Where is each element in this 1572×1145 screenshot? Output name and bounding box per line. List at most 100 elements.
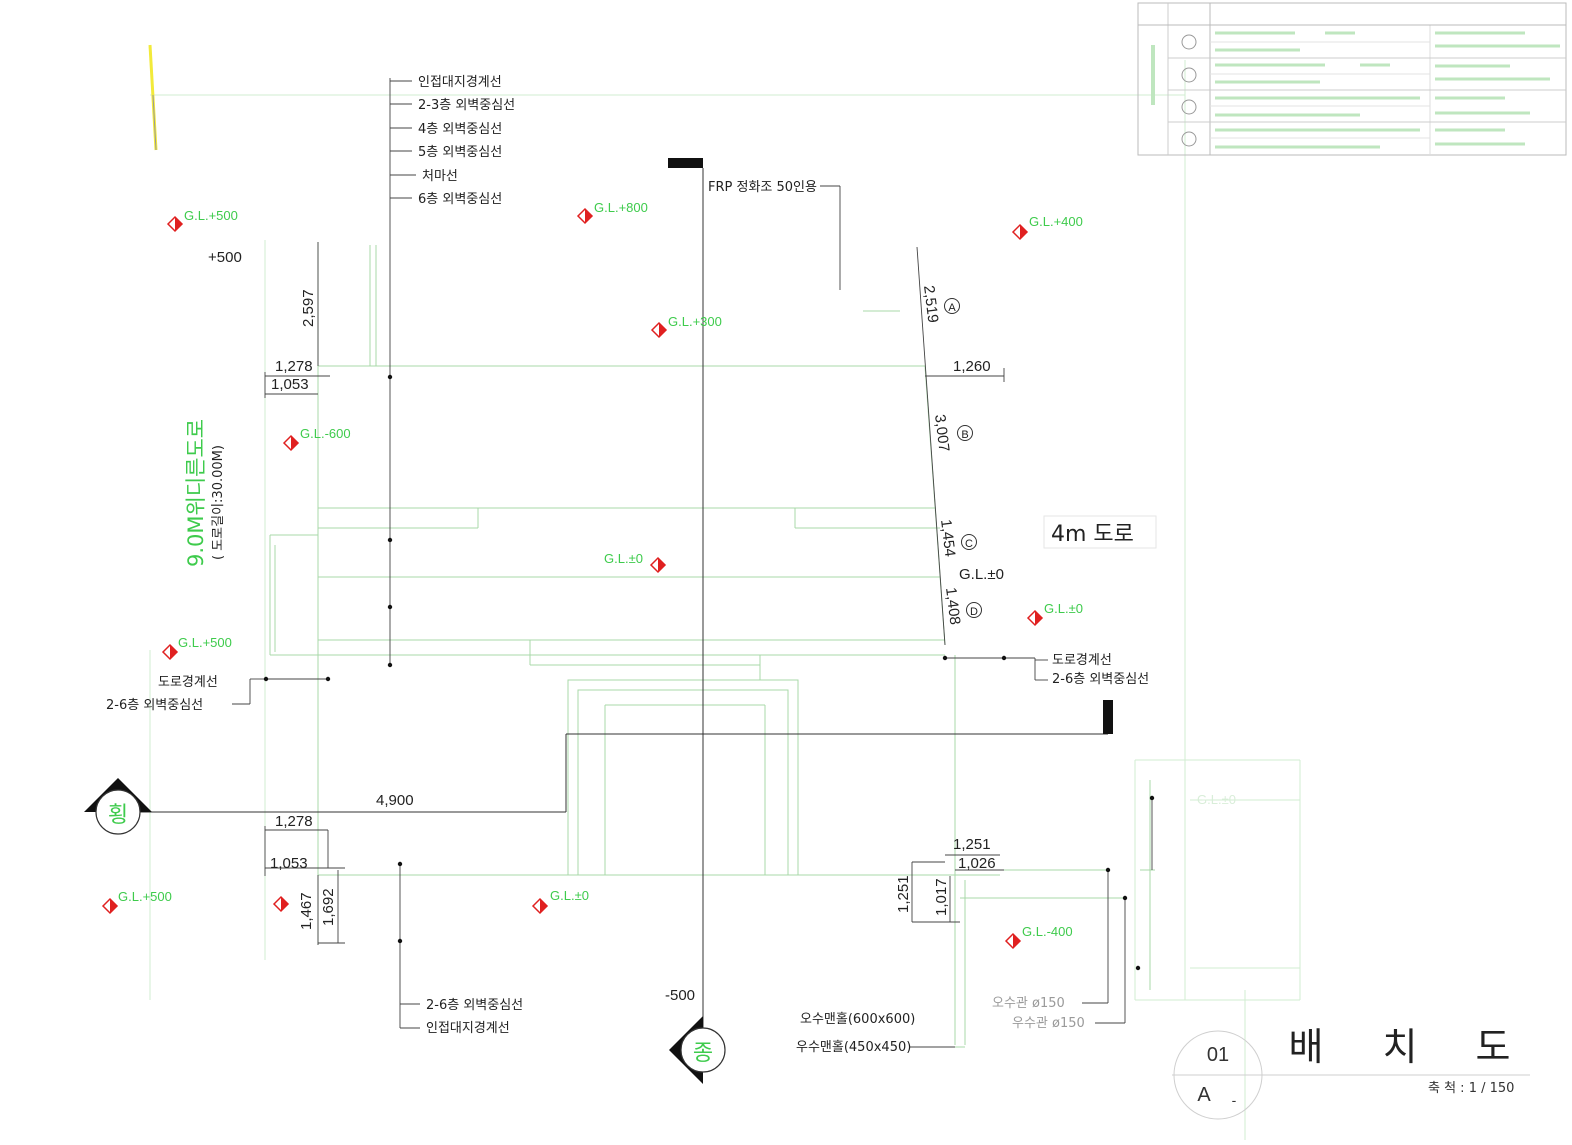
dim-1053-top: 1,053	[271, 376, 309, 393]
legend-bottom: 2-6층 외벽중심선 인접대지경계선	[426, 998, 523, 1036]
gl-marker: G.L.+500	[166, 208, 238, 233]
dimension-lines	[264, 242, 1005, 945]
gl-level-text: G.L.±0	[959, 566, 1004, 583]
svg-text:G.L.+300: G.L.+300	[668, 314, 722, 329]
revision-table	[1137, 2, 1567, 156]
drawing-title-char: 치	[1383, 1025, 1418, 1069]
legend-top-item: 5층 외벽중심선	[418, 145, 502, 160]
svg-text:G.L.+500: G.L.+500	[118, 889, 172, 904]
svg-text:G.L.+500: G.L.+500	[184, 208, 238, 223]
gl-marker: G.L.±0	[531, 888, 589, 915]
column-label-a: A	[944, 298, 960, 314]
dim-1053-bottom: 1,053	[270, 855, 308, 872]
drawing-sheet: A	[1197, 1084, 1211, 1106]
main-axes	[140, 158, 1113, 1030]
column-label-c: C	[961, 534, 977, 550]
level-plus500: +500	[208, 249, 242, 266]
legend-top-item: 4층 외벽중심선	[418, 122, 502, 137]
gl-marker: G.L.+300	[650, 314, 722, 339]
dim-1467: 1,467	[298, 892, 315, 930]
sewage-pipe-note: 오수관 ø150	[992, 996, 1065, 1011]
legend-top-item: 6층 외벽중심선	[418, 192, 502, 207]
legend-left-item: 도로경계선	[158, 675, 218, 690]
section-cut-mark-top	[668, 158, 703, 168]
dim-1251-side: 1,251	[895, 875, 912, 913]
dim-1692: 1,692	[320, 888, 337, 926]
column-label-d: D	[966, 602, 982, 618]
main-road-sublabel: ( 도로길이:30.00M)	[211, 445, 226, 560]
legend-top-item: 처마선	[422, 169, 458, 184]
svg-text:G.L.±0: G.L.±0	[1044, 601, 1083, 616]
grid-marker-vertical: 종	[669, 1016, 726, 1084]
legend-left-item: 2-6층 외벽중심선	[106, 698, 203, 713]
gl-marker: G.L.±0	[604, 551, 667, 574]
drawing-title-char: 도	[1476, 1025, 1511, 1069]
right-region-labels	[1190, 799, 1300, 969]
svg-text:A: A	[948, 302, 956, 314]
dim-1278-bottom: 1,278	[275, 813, 313, 830]
dim-1251-top: 1,251	[953, 836, 991, 853]
notes: FRP 정화조 50인용 오수맨홀(600x600) 우수맨홀(450x450)…	[208, 180, 1085, 1055]
svg-text:G.L.+800: G.L.+800	[594, 200, 648, 215]
main-road-label: 9.0M위디른도로	[184, 419, 208, 567]
gl-marker: G.L.+500	[161, 635, 232, 661]
dim-1026: 1,026	[958, 855, 996, 872]
dim-1454: 1,454	[937, 518, 958, 557]
svg-text:종: 종	[693, 1041, 713, 1066]
dimension-values: 2,597 1,278 1,053 2,519 1,260 3,007 1,45…	[270, 284, 996, 930]
svg-text:횡: 횡	[108, 803, 128, 828]
legend-left: 도로경계선 2-6층 외벽중심선	[106, 675, 218, 713]
svg-text:G.L.±0: G.L.±0	[604, 551, 643, 566]
gl-marker: G.L.+400	[1011, 214, 1083, 241]
column-labels: A B C D	[944, 298, 982, 618]
north-mark	[148, 44, 158, 151]
legend-right: 도로경계선 2-6층 외벽중심선	[1052, 653, 1149, 687]
svg-text:B: B	[961, 429, 968, 441]
dim-3007: 3,007	[931, 413, 952, 452]
side-road-label: 4m 도로	[1051, 522, 1134, 547]
gl-marker	[272, 895, 290, 913]
gl-marker: G.L.-600	[282, 426, 351, 452]
svg-text:D: D	[970, 606, 978, 618]
svg-text:C: C	[965, 538, 973, 550]
drawing-title-char: 배	[1289, 1025, 1324, 1069]
svg-text:G.L.±0: G.L.±0	[550, 888, 589, 903]
svg-text:G.L.-400: G.L.-400	[1022, 924, 1073, 939]
dim-1260: 1,260	[953, 358, 991, 375]
drawing-scale: 축 척 : 1 / 150	[1428, 1081, 1514, 1096]
grid-marker-horizontal: 횡	[84, 778, 152, 835]
dim-2519: 2,519	[920, 284, 941, 323]
side-road-box	[1043, 515, 1157, 549]
legend-right-item: 2-6층 외벽중심선	[1052, 672, 1149, 687]
septic-tank-note: FRP 정화조 50인용	[708, 180, 817, 195]
drawing-number: 01	[1207, 1044, 1229, 1066]
level-minus500: -500	[665, 987, 695, 1004]
gl-marker: G.L.±0	[1026, 601, 1083, 627]
gl-faint-label: G.L.±0	[1197, 792, 1236, 807]
rain-manhole-note: 우수맨홀(450x450)	[796, 1040, 911, 1055]
svg-text:G.L.+500: G.L.+500	[178, 635, 232, 650]
gl-marker: G.L.+500	[101, 889, 172, 915]
dim-4900: 4,900	[376, 792, 414, 809]
legend-bottom-item: 2-6층 외벽중심선	[426, 998, 523, 1013]
svg-text:G.L.-600: G.L.-600	[300, 426, 351, 441]
section-cut-mark-right	[1103, 700, 1113, 734]
legend-leaders	[232, 78, 1155, 1048]
gl-markers: G.L.+500 G.L.+800 G.L.+400 G.L.+300 G.L.…	[101, 200, 1236, 950]
roads: 9.0M위디른도로 ( 도로길이:30.00M) 4m 도로	[184, 419, 1157, 567]
dim-1408: 1,408	[942, 586, 963, 625]
svg-text:G.L.+400: G.L.+400	[1029, 214, 1083, 229]
sewage-manhole-note: 오수맨홀(600x600)	[800, 1012, 915, 1027]
dim-1017: 1,017	[933, 878, 950, 916]
legend-bottom-item: 인접대지경계선	[426, 1021, 510, 1036]
rain-pipe-note: 우수관 ø150	[1012, 1016, 1085, 1031]
dim-2597: 2,597	[300, 289, 317, 327]
legend-top: 인접대지경계선 2-3층 외벽중심선 4층 외벽중심선 5층 외벽중심선 처마선…	[418, 75, 515, 207]
column-label-b: B	[957, 425, 973, 441]
drawing-sheet-dash: -	[1232, 1092, 1237, 1108]
legend-top-item: 인접대지경계선	[418, 75, 502, 90]
gl-marker: G.L.+800	[576, 200, 648, 225]
gl-marker: G.L.-400	[1004, 924, 1073, 950]
background-linework	[149, 60, 1301, 1140]
dim-1278-top: 1,278	[275, 358, 313, 375]
